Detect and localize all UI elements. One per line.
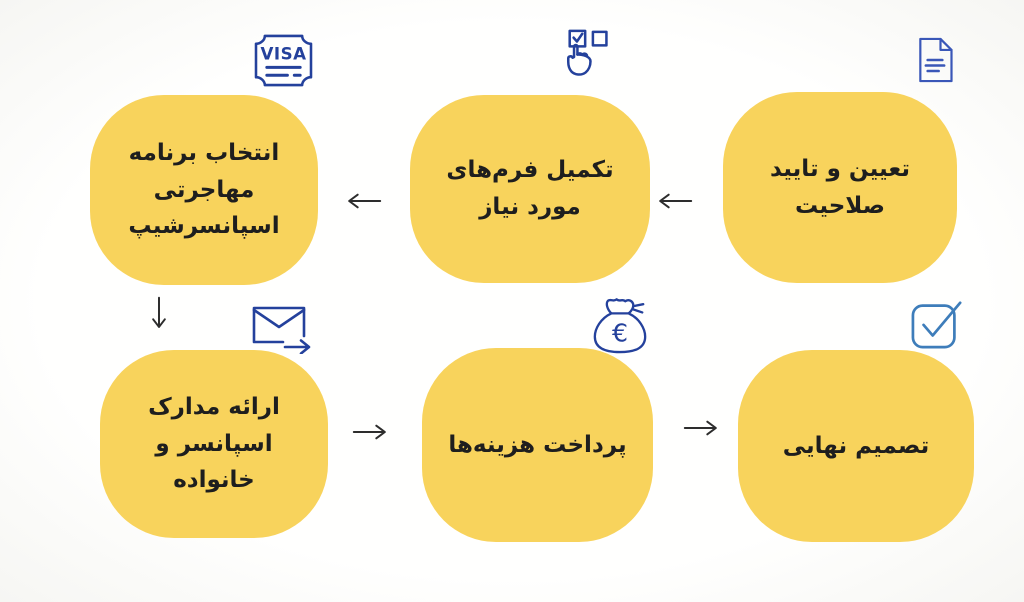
step-box-eligibility: تعیین و تایید صلاحیت	[723, 92, 957, 283]
checkbox-checked-icon	[910, 296, 966, 350]
step-label: انتخاب برنامه مهاجرتی اسپانسرشیپ	[128, 139, 280, 240]
step-box-payment: پرداخت هزینه‌ها	[422, 348, 653, 542]
step-box-documents: ارائه مدارک اسپانسر و خانواده	[100, 350, 328, 538]
step-label: تعیین و تایید صلاحیت	[770, 155, 910, 219]
step-box-forms: تکمیل فرم‌های مورد نیاز	[410, 95, 650, 283]
arrow-right-icon	[352, 421, 388, 443]
arrow-right-icon	[683, 417, 719, 439]
step-label: ارائه مدارک اسپانسر و خانواده	[148, 393, 280, 494]
step-box-final-decision: تصمیم نهایی	[738, 350, 974, 542]
checkbox-click-icon	[560, 27, 620, 85]
step-label: تکمیل فرم‌های مورد نیاز	[446, 157, 614, 220]
step-label: پرداخت هزینه‌ها	[448, 431, 627, 458]
document-icon	[913, 33, 957, 87]
arrow-left-icon	[346, 190, 382, 212]
step-label: تصمیم نهایی	[782, 432, 930, 459]
arrow-left-icon	[657, 190, 693, 212]
step-box-program-selection: انتخاب برنامه مهاجرتی اسپانسرشیپ	[90, 95, 318, 285]
envelope-send-icon	[251, 304, 313, 354]
euro-symbol: €	[612, 318, 628, 347]
money-bag-euro-icon: €	[590, 294, 650, 356]
visa-text: VISA	[260, 45, 306, 64]
visa-stamp-icon: VISA	[252, 33, 315, 88]
arrow-down-icon	[150, 295, 168, 331]
